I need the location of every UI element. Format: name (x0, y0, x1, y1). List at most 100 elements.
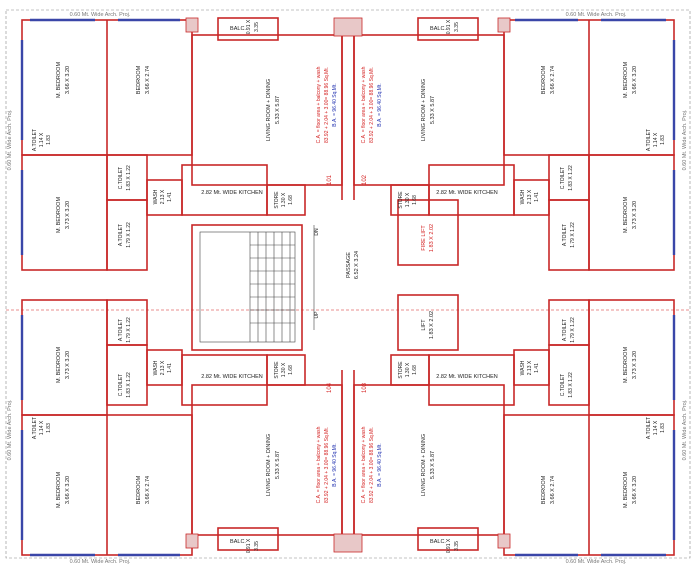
mbedroom-tl-dim: 3.66 X 3.20 (65, 66, 71, 94)
atoilet2-tl-dim: 1.79 X 1.22 (126, 222, 132, 248)
store-tr-label: STORE (398, 191, 404, 209)
proj-tr-label: 0.60 Mt. Wide Arch. Proj. (682, 109, 688, 170)
carpet-area-br-line2: 83.92 + 2.04 + 3.00= 88.96 Sq.Mt. (369, 427, 375, 503)
atoilet-tr-dim1: 1.14 X (653, 132, 659, 147)
atoilet2-tr-dim: 1.79 X 1.22 (570, 222, 576, 248)
passage-dim: 6.52 X 3.24 (354, 251, 360, 279)
store-br-dim1: 1.30 X (405, 362, 411, 377)
proj-top-left-label: 0.60 Mt. Wide Arch. Proj. (70, 12, 131, 18)
ctoilet-tr-dim: 1.83 X 1.22 (568, 165, 574, 191)
living-tr-label: LIVING ROOM + DINING (421, 79, 427, 141)
mbedroom2-tr-label: M. BEDROOM (623, 197, 629, 233)
wash-bl-dim1: 2.13 X (160, 360, 166, 375)
balcony-tr-dim2: 3.35 (454, 22, 460, 32)
bedroom-br-dim: 3.66 X 2.74 (550, 476, 556, 504)
living-bl-dim: 5.33 X 5.87 (275, 451, 281, 479)
carpet-area-bl-line2: 83.92 + 2.04 + 3.00= 88.96 Sq.Mt. (324, 427, 330, 503)
bedroom-br-label: BEDROOM (541, 475, 547, 504)
balcony-tl-label: BALC. (230, 26, 246, 32)
wash-tr-label: WASH (520, 189, 526, 204)
unit-103: 103 (362, 382, 368, 393)
built-area-tr: B.A. = 96.40 Sq.Mt. (377, 83, 383, 127)
mbedroom-bl-label: M. BEDROOM (56, 347, 62, 383)
mbedroom-bl-dim: 3.73 X 3.20 (65, 351, 71, 379)
built-area-bl: B.A. = 96.40 Sq.Mt. (332, 443, 338, 487)
mbedroom-br-dim: 3.73 X 3.20 (632, 351, 638, 379)
proj-tl-label: 0.60 Mt. Wide Arch. Proj. (7, 109, 13, 170)
arch-projection-lines (5, 9, 691, 559)
store-bl-dim1: 1.30 X (281, 362, 287, 377)
balcony-tr-dim1: 0.91 X (446, 19, 452, 34)
windows (20, 18, 676, 557)
built-area-tl: B.A. = 96.40 Sq.Mt. (332, 83, 338, 127)
balcony-tr-label: BALC. (430, 26, 446, 32)
balcony-br-dim2: 3.35 (454, 541, 460, 551)
atoilet2-tr-label: A.TOILET (562, 224, 568, 246)
store-tr-dim1: 1.30 X (405, 192, 411, 207)
balcony-br-dim1: 0.91 X (446, 538, 452, 553)
mbedroom-tl-label: M. BEDROOM (56, 62, 62, 98)
carpet-area-tl-line2: 83.92 + 2.04 + 3.00= 88.96 Sq.Mt. (324, 67, 330, 143)
passage-label: PASSAGE (346, 252, 352, 278)
balcony-bl-dim1: 0.91 X (246, 538, 252, 553)
bedroom-tr-dim: 3.66 X 2.74 (550, 66, 556, 94)
living-br-dim: 5.33 X 5.87 (430, 451, 436, 479)
mbedroom3-bl-dim: 3.66 X 3.20 (65, 476, 71, 504)
unit-101: 101 (327, 174, 333, 185)
carpet-area-tl-line1: C.A. = floor area + balcony + wash (316, 66, 322, 143)
mbedroom-br-label: M. BEDROOM (623, 347, 629, 383)
fire-lift-label: FIRE LIFT (421, 225, 427, 251)
projection-labels: 0.60 Mt. Wide Arch. Proj. 0.60 Mt. Wide … (7, 12, 688, 565)
atoilet-tr-label: A.TOILET (646, 129, 652, 151)
wash-bl-dim2: 1.41 (167, 363, 173, 373)
wash-tl-dim2: 1.41 (167, 192, 173, 202)
store-tl-dim1: 1.30 X (281, 192, 287, 207)
mbedroom2-tl-label: M. BEDROOM (56, 197, 62, 233)
staircase (199, 225, 315, 343)
ctoilet-tl-label: C.TOILET (118, 167, 124, 189)
atoilet3-br-dim1: 1.14 X (653, 420, 659, 435)
wash-tl-dim1: 2.13 X (160, 189, 166, 204)
kitchen-bl: 2.82 Mt. WIDE KITCHEN (201, 374, 262, 380)
atoilet2-tl-label: A.TOILET (118, 224, 124, 246)
atoilet-br2-label: A.TOILET (562, 319, 568, 341)
ctoilet-tl-dim: 1.83 X 1.22 (126, 165, 132, 191)
balcony-br-label: BALC. (430, 539, 446, 545)
living-tl-dim: 5.33 X 5.87 (275, 96, 281, 124)
bedroom-tl-dim: 3.66 X 2.74 (145, 66, 151, 94)
wash-tl-label: WASH (153, 189, 159, 204)
proj-bl-label: 0.60 Mt. Wide Arch. Proj. (7, 399, 13, 460)
store-br-dim2: 1.68 (412, 365, 418, 375)
stair-down-label: DN (314, 228, 320, 236)
ctoilet-bl-dim: 1.83 X 1.22 (126, 372, 132, 398)
walls (21, 17, 675, 556)
kitchen-br: 2.82 Mt. WIDE KITCHEN (436, 374, 497, 380)
proj-bottom-left-label: 0.60 Mt. Wide Arch. Proj. (70, 559, 131, 565)
unit-102: 102 (362, 174, 368, 185)
wash-tr-dim1: 2.13 X (527, 189, 533, 204)
living-tr-dim: 5.33 X 5.87 (430, 96, 436, 124)
wash-tr-dim2: 1.41 (534, 192, 540, 202)
stair-up-label: UP (314, 311, 320, 319)
store-tl-dim2: 1.68 (288, 195, 294, 205)
balcony-tl-dim1: 0.91 X (246, 19, 252, 34)
carpet-area-tr-line1: C.A. = floor area + balcony + wash (361, 66, 367, 143)
unit-104: 104 (327, 382, 333, 393)
fire-lift-dim: 1.83 X 2.02 (429, 224, 435, 252)
atoilet3-br-label: A.TOILET (646, 417, 652, 439)
built-area-br: B.A. = 96.40 Sq.Mt. (377, 443, 383, 487)
atoilet-tr-dim2: 1.83 (660, 135, 666, 145)
store-bl-label: STORE (274, 361, 280, 379)
atoilet-tl-label: A.TOILET (32, 129, 38, 151)
atoilet-bl2-label: A.TOILET (118, 319, 124, 341)
lift-dim: 1.83 X 2.02 (429, 311, 435, 339)
balcony-bl-dim2: 3.35 (254, 541, 260, 551)
bedroom-tr-label: BEDROOM (541, 65, 547, 94)
wash-br-dim2: 1.41 (534, 363, 540, 373)
ctoilet-bl-label: C.TOILET (118, 374, 124, 396)
mbedroom2-tr-dim: 3.73 X 3.20 (632, 201, 638, 229)
room-labels: BALC. 0.91 X 3.35 M. BEDROOM 3.66 X 3.20… (32, 19, 666, 553)
mbedroom3-br-dim: 3.66 X 3.20 (632, 476, 638, 504)
mbedroom2-tl-dim: 3.73 X 3.20 (65, 201, 71, 229)
